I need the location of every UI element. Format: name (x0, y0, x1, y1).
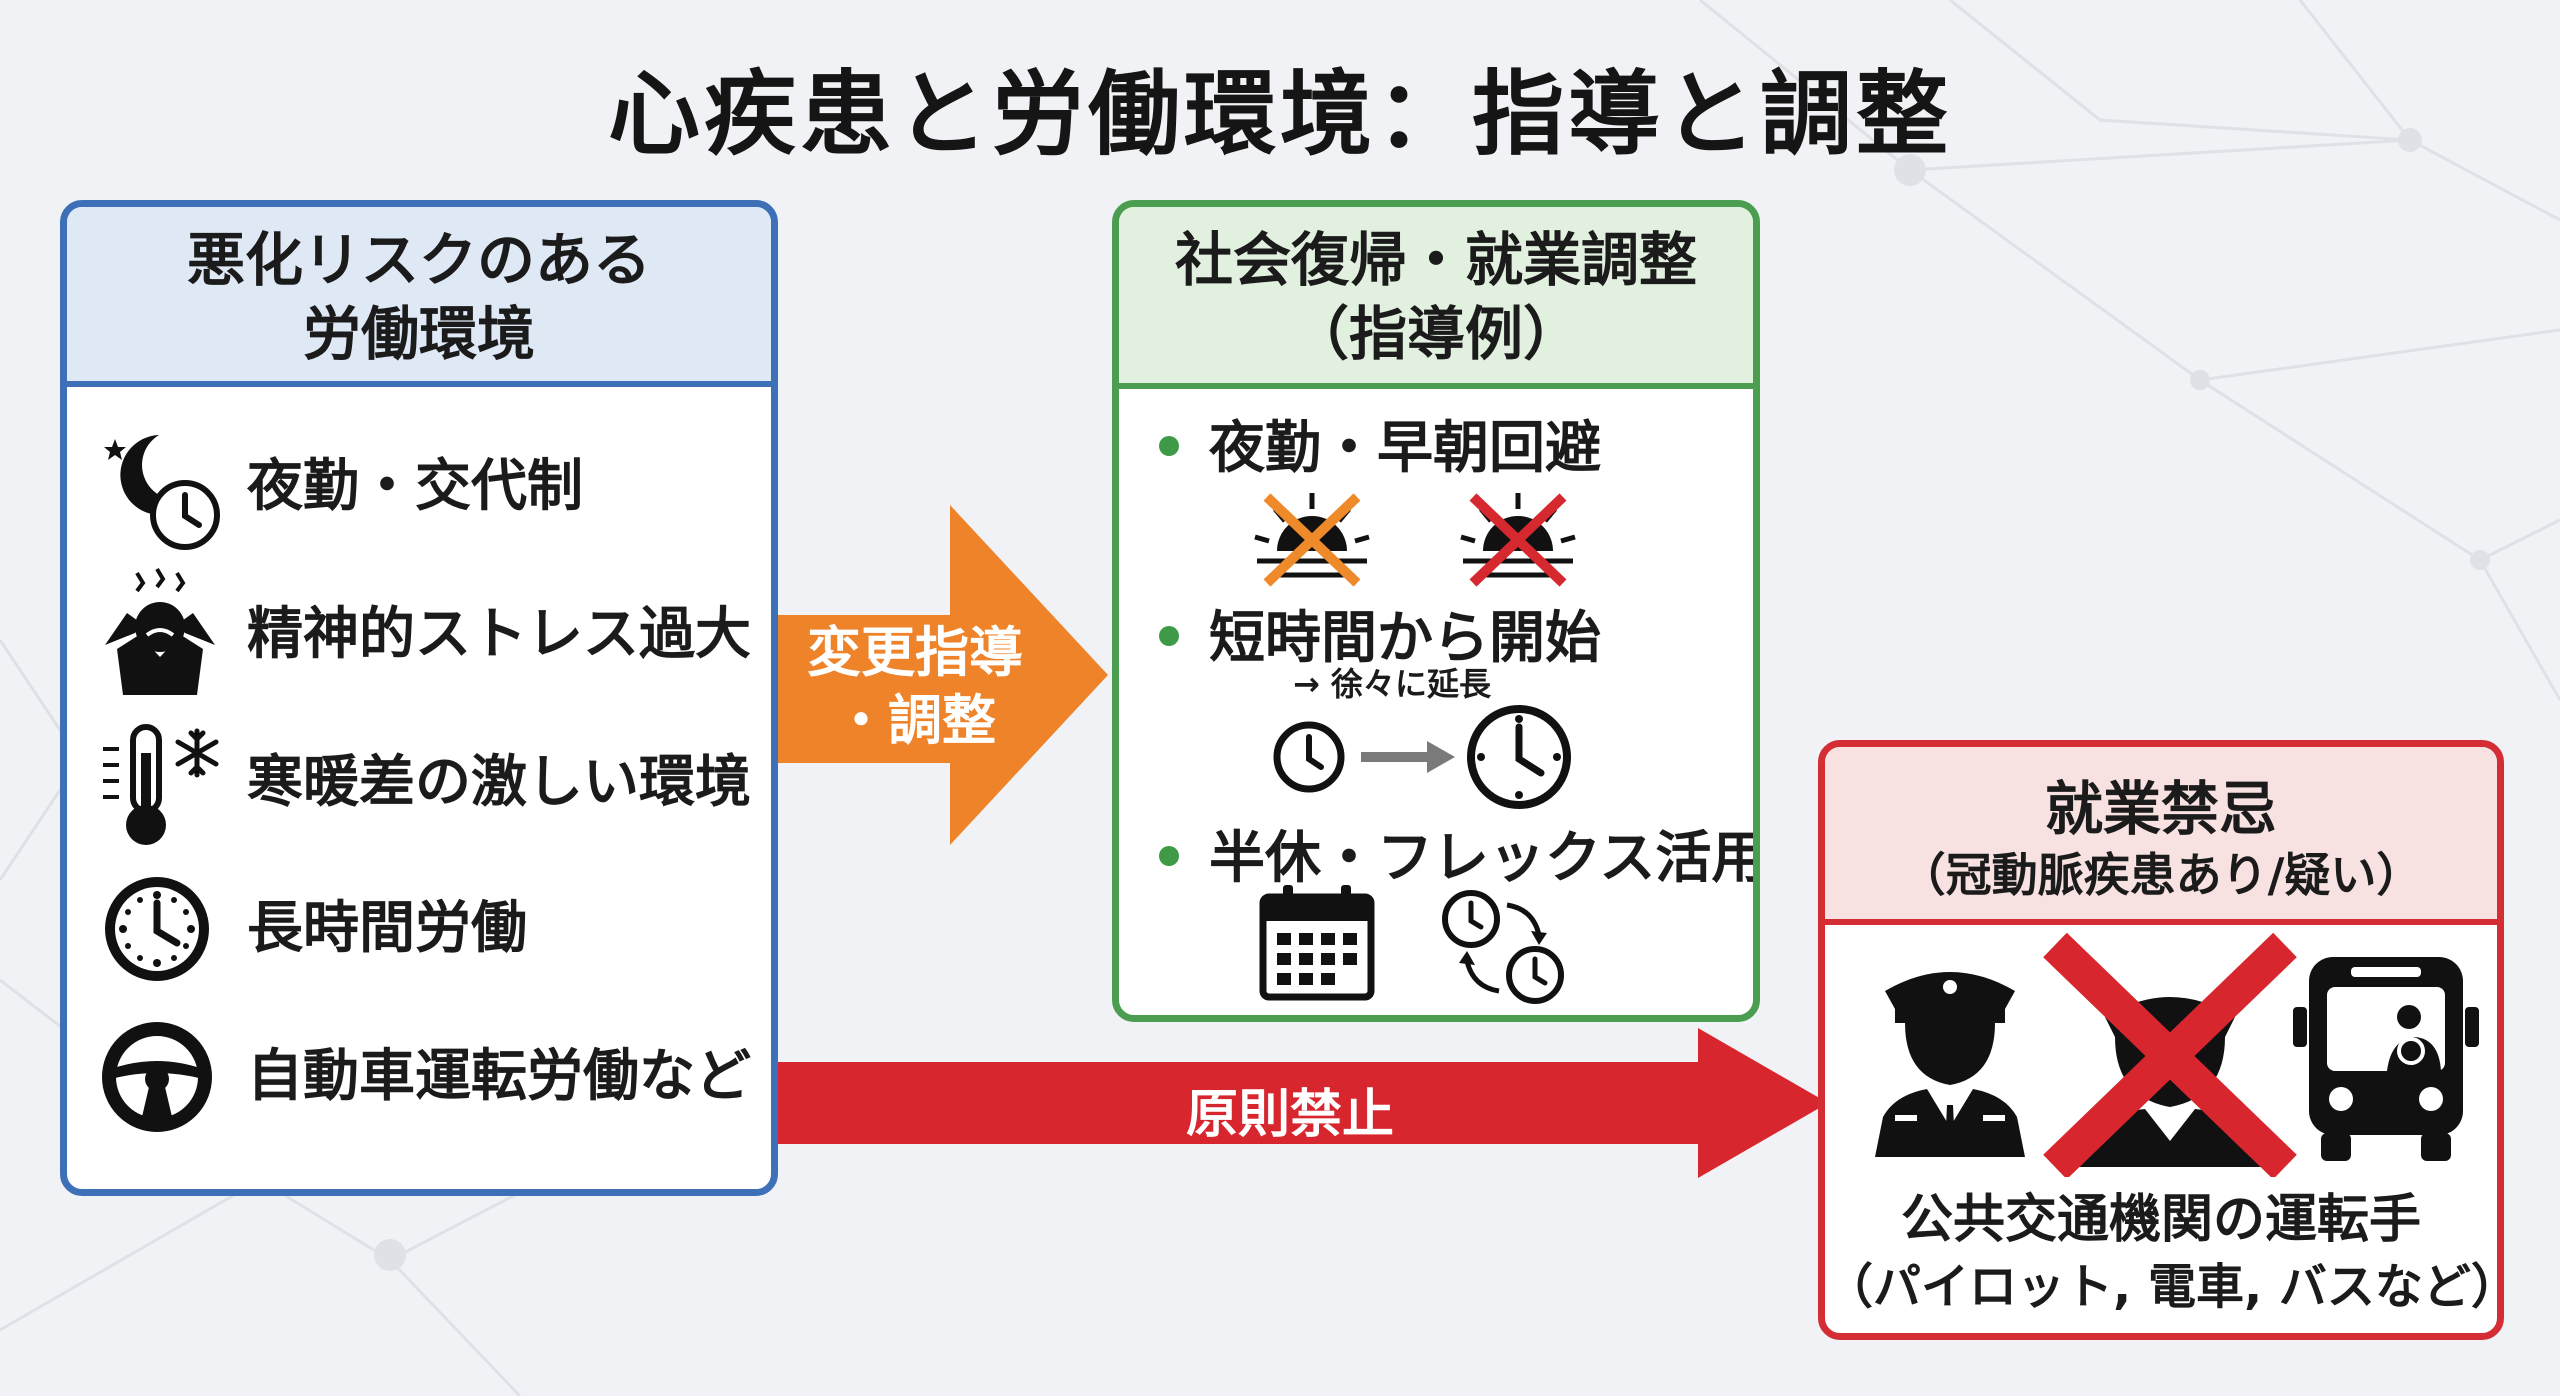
prohibited-occupation-title: 公共交通機関の運転手 (1900, 1190, 2421, 1250)
sunrise-crossed-orange-icon (1254, 493, 1370, 587)
short-to-long-clock-icon (1273, 705, 1571, 809)
adjust-bullet-avoid-night: 夜勤・早朝回避 (1159, 403, 1601, 484)
work-prohibition-panel: 就業禁忌 （冠動脈疾患あり/疑い） 公共交通機関の運転手 （パイロット, 電車,… (1818, 740, 2504, 1340)
risk-item-label: 夜勤・交代制 (247, 454, 583, 519)
pilot-icon (1875, 972, 2025, 1157)
risk-heading-line2: 労働環境 (302, 300, 535, 368)
stressed-person-icon (105, 567, 215, 695)
bullet-dot (1159, 435, 1179, 456)
bullet-label: 短時間から開始 (1209, 606, 1601, 671)
train-driver-crossed-icon (2043, 932, 2297, 1177)
adjust-heading-line1: 社会復帰・就業調整 (1174, 226, 1697, 294)
flex-time-clocks-icon (1442, 890, 1564, 1004)
bullet-dot (1159, 845, 1179, 866)
adjust-panel-heading: 社会復帰・就業調整 （指導例） (1119, 207, 1753, 389)
risk-item-label: 精神的ストレス過大 (247, 602, 751, 667)
adjust-bullet-short-hours: 短時間から開始 (1159, 593, 1601, 674)
bus-icon (2293, 957, 2479, 1161)
prohibit-heading-line1: 就業禁忌 (2044, 775, 2277, 843)
risk-item-label: 自動車運転労働など (247, 1044, 751, 1109)
bullet-label: 半休・フレックス活用 (1209, 826, 1760, 891)
risk-heading-line1: 悪化リスクのある (186, 226, 651, 294)
risk-item-temperature: 寒暖差の激しい環境 (97, 713, 771, 853)
prohibited-occupation-examples: （パイロット, 電車, バスなど） (1825, 1259, 2504, 1315)
page-title: 心疾患と労働環境：指導と調整 (607, 61, 1952, 168)
clock-icon (105, 877, 209, 981)
risk-item-driving: 自動車運転労働など (97, 1007, 771, 1147)
risk-panel-heading: 悪化リスクのある 労働環境 (67, 207, 771, 387)
adjust-bullet-flex: 半休・フレックス活用 (1159, 813, 1760, 894)
ban-arrow (778, 1028, 1828, 1178)
change-arrow-label-line1: 変更指導 (807, 621, 1023, 684)
risk-item-label: 寒暖差の激しい環境 (247, 750, 751, 815)
calendar-icon (1259, 885, 1375, 1001)
moon-clock-icon (104, 435, 220, 550)
bullet-dot (1159, 625, 1179, 646)
steering-wheel-icon (102, 1022, 212, 1132)
prohibit-panel-heading: 就業禁忌 （冠動脈疾患あり/疑い） (1825, 747, 2497, 925)
thermometer-snowflake-icon (103, 724, 219, 845)
risk-item-stress: 精神的ストレス過大 (97, 565, 771, 705)
risk-item-label: 長時間労働 (247, 896, 527, 961)
risk-environment-panel: 悪化リスクのある 労働環境 夜勤・交代制 精神的ストレス過大 (60, 200, 778, 1196)
gradual-extension-note: → 徐々に延長 (1293, 665, 1491, 703)
sunrise-crossed-red-icon (1460, 493, 1576, 587)
bullet-label: 夜勤・早朝回避 (1209, 416, 1601, 481)
change-arrow-label-line2: ・調整 (834, 689, 996, 752)
risk-item-night-shift: 夜勤・交代制 (97, 417, 771, 557)
prohibit-heading-line2: （冠動脈疾患あり/疑い） (1899, 848, 2423, 902)
ban-arrow-label: 原則禁止 (1185, 1085, 1394, 1145)
risk-item-long-hours: 長時間労働 (97, 859, 771, 999)
adjust-heading-line2: （指導例） (1290, 300, 1581, 368)
work-adjustment-panel: 社会復帰・就業調整 （指導例） 夜勤・早朝回避 短時間から開始 → 徐々に延長 … (1112, 200, 1760, 1022)
change-arrow (778, 505, 1108, 845)
